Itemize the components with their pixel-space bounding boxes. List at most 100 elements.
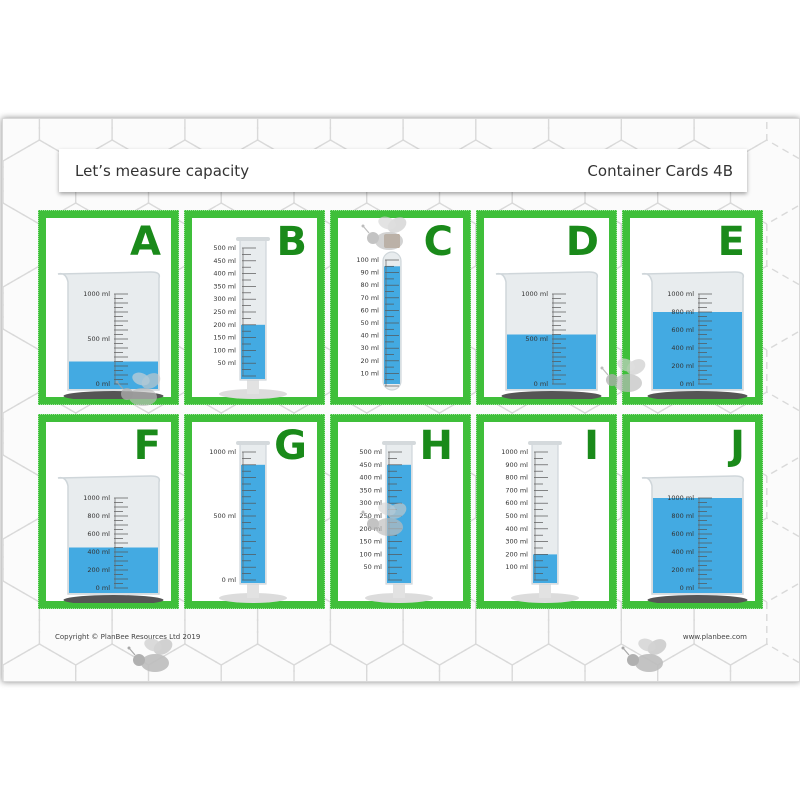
cylinder-lip <box>236 441 270 445</box>
scale-label: 1000 ml <box>667 494 694 502</box>
card-letter: I <box>584 423 599 469</box>
scale-label: 150 ml <box>213 334 236 342</box>
scale-label: 300 ml <box>213 295 236 303</box>
scale-label: 800 ml <box>87 512 110 520</box>
header-bar: Let’s measure capacity Container Cards 4… <box>59 149 747 192</box>
cylinder-lip <box>528 441 562 445</box>
scale-label: 200 ml <box>671 566 694 574</box>
bee-icon <box>359 499 417 543</box>
scale-label: 0 ml <box>96 380 111 388</box>
page-subtitle: Container Cards 4B <box>587 162 733 180</box>
scale-label: 800 ml <box>671 512 694 520</box>
scale-label: 100 ml <box>505 563 528 571</box>
website-text: www.planbee.com <box>682 633 747 641</box>
scale-label: 900 ml <box>505 461 528 469</box>
scale-label: 80 ml <box>361 281 380 289</box>
bee-icon <box>359 213 417 257</box>
scale-label: 1000 ml <box>209 448 236 456</box>
scale-label: 600 ml <box>671 326 694 334</box>
scale-label: 50 ml <box>364 563 383 571</box>
scale-label: 60 ml <box>361 306 380 314</box>
scale-label: 400 ml <box>359 474 382 482</box>
card-letter: J <box>730 423 745 469</box>
scale-label: 1000 ml <box>83 494 110 502</box>
scale-label: 10 ml <box>361 369 380 377</box>
scale-label: 500 ml <box>359 448 382 456</box>
scale-label: 90 ml <box>361 269 380 277</box>
card-letter: B <box>276 219 308 265</box>
scale-label: 500 ml <box>505 512 528 520</box>
liquid-fill <box>384 266 400 384</box>
cylinder-lip <box>236 237 270 241</box>
card-letter: G <box>274 423 307 469</box>
cylinder-stem <box>539 584 551 598</box>
scale-label: 1000 ml <box>501 448 528 456</box>
scale-label: 200 ml <box>671 362 694 370</box>
bee-icon <box>598 355 656 399</box>
scale-label: 30 ml <box>361 344 380 352</box>
scale-label: 400 ml <box>213 270 236 278</box>
copyright-text: Copyright © PlanBee Resources Ltd 2019 <box>55 633 201 641</box>
scale-label: 400 ml <box>671 548 694 556</box>
scale-label: 50 ml <box>218 359 237 367</box>
card-letter: C <box>423 219 453 265</box>
liquid-fill <box>241 324 265 379</box>
liquid-fill <box>653 312 742 389</box>
liquid-fill <box>507 334 596 389</box>
beaker-glass <box>57 271 161 391</box>
scale-label: 100 ml <box>213 346 236 354</box>
scale-label: 200 ml <box>213 321 236 329</box>
beaker-base-shadow <box>647 595 748 603</box>
scale-label: 0 ml <box>534 380 549 388</box>
scale-label: 20 ml <box>361 357 380 365</box>
card-letter: H <box>419 423 453 469</box>
scale-label: 200 ml <box>505 550 528 558</box>
scale-label: 500 ml <box>213 512 236 520</box>
scale-label: 350 ml <box>213 282 236 290</box>
scale-label: 0 ml <box>680 380 695 388</box>
scale-label: 500 ml <box>87 335 110 343</box>
liquid-fill <box>241 464 265 583</box>
liquid-fill <box>69 547 158 593</box>
scale-label: 800 ml <box>671 308 694 316</box>
scale-label: 250 ml <box>359 512 382 520</box>
scale-label: 450 ml <box>213 257 236 265</box>
scale-label: 0 ml <box>222 576 237 584</box>
scale-label: 600 ml <box>505 499 528 507</box>
cylinder-stem <box>247 584 259 598</box>
scale-label: 300 ml <box>505 538 528 546</box>
scale-label: 500 ml <box>525 335 548 343</box>
scale-label: 400 ml <box>87 548 110 556</box>
scale-label: 450 ml <box>359 461 382 469</box>
beaker-base-shadow <box>63 595 164 603</box>
scale-label: 50 ml <box>361 319 380 327</box>
scale-label: 40 ml <box>361 332 380 340</box>
cylinder-stem <box>247 380 259 394</box>
worksheet-page: Let’s measure capacity Container Cards 4… <box>2 118 800 682</box>
scale-label: 100 ml <box>356 256 379 264</box>
scale-label: 700 ml <box>505 486 528 494</box>
bee-icon <box>619 635 677 679</box>
scale-label: 250 ml <box>213 308 236 316</box>
liquid-fill <box>653 498 742 593</box>
bee-icon <box>113 369 171 413</box>
scale-label: 100 ml <box>359 550 382 558</box>
card-letter: A <box>130 219 161 265</box>
card-face: G 1000 ml 500 ml 0 ml <box>192 422 317 603</box>
